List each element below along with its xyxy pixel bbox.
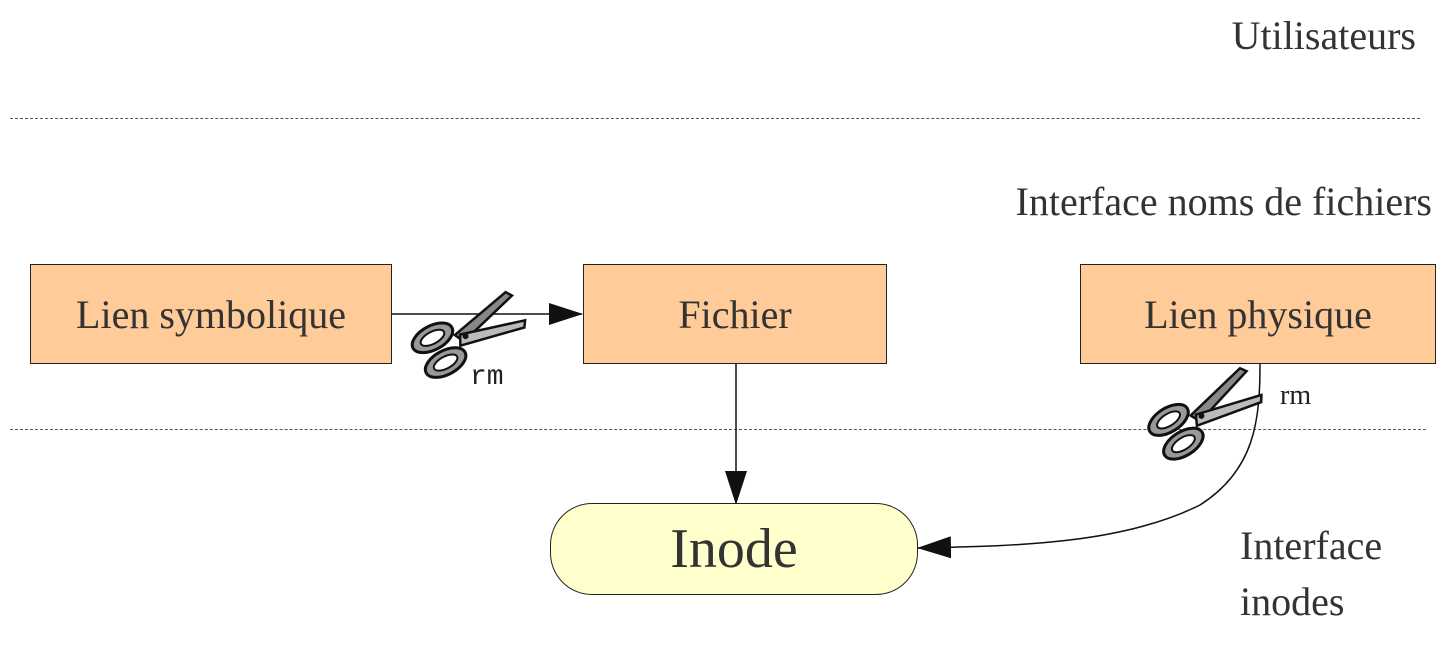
node-symbolic-link: Lien symbolique [30, 264, 392, 364]
rm-label-hardlink: rm [1280, 380, 1312, 411]
layer-label-users: Utilisateurs [1231, 13, 1416, 58]
node-file: Fichier [583, 264, 887, 364]
node-hard-link: Lien physique [1080, 264, 1436, 364]
separator-users-filenames [10, 118, 1420, 119]
rm-label-symlink: rm [470, 362, 504, 393]
layer-label-filenames: Interface noms de fichiers [1015, 179, 1432, 224]
arrow-hardlink-to-inode [917, 363, 1261, 559]
scissors-icon [410, 290, 527, 379]
node-inode: Inode [550, 503, 918, 595]
scissors-icon [1147, 366, 1263, 461]
layer-label-inodes: Interface inodes [1240, 523, 1383, 624]
separator-filenames-inodes [10, 429, 1426, 430]
